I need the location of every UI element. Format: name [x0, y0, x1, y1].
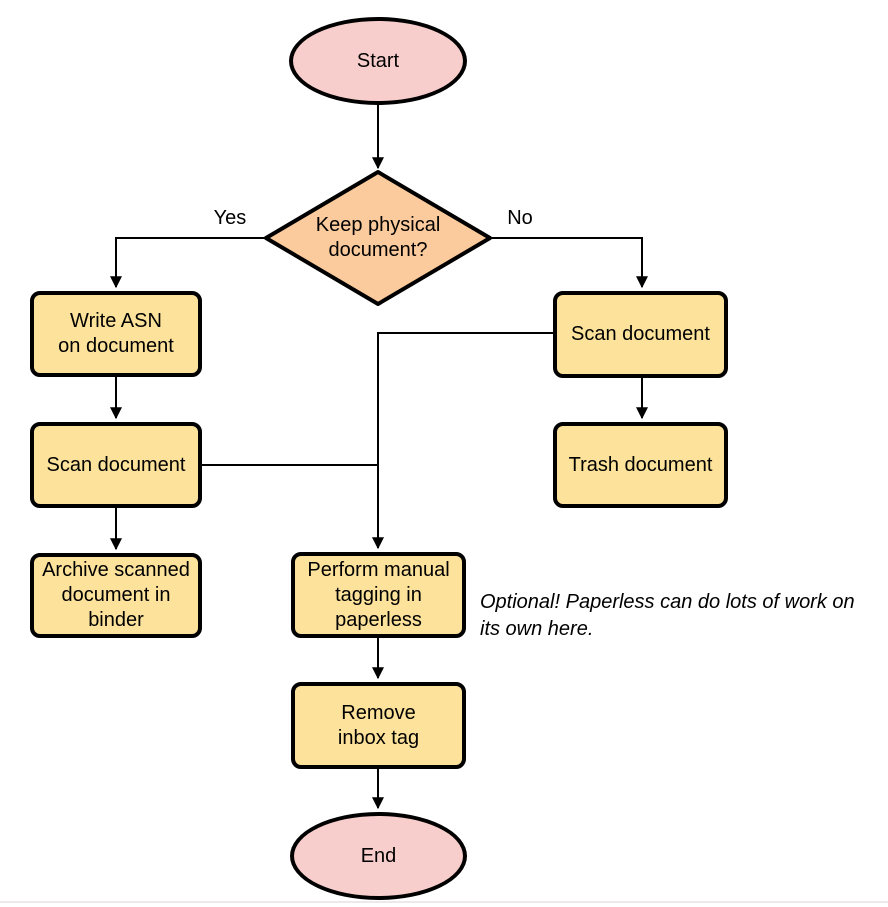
node-trash-document: Trash document [553, 422, 728, 508]
node-remove-inbox-tag: Remove inbox tag [291, 682, 466, 769]
node-write-asn: Write ASN on document [30, 291, 202, 377]
annotation-optional-note: Optional! Paperless can do lots of work … [480, 591, 855, 640]
page-bottom-edge [0, 901, 888, 903]
decision-diamond-shape [264, 170, 492, 306]
edge-label-yes: Yes [213, 207, 247, 229]
edge-decision-no-to-scan-right [490, 237, 648, 289]
node-scan-document-left: Scan document [30, 422, 202, 508]
node-start: Start [289, 17, 467, 105]
node-archive-scanned-document: Archive scanned document in binder [30, 553, 202, 638]
edge-decision-yes-to-write-asn [110, 237, 265, 289]
edge-scan-right-to-tagging [372, 332, 553, 550]
node-scan-document-right: Scan document [553, 291, 728, 378]
node-decision-label: Keep physical document? [315, 214, 441, 261]
node-end: End [290, 812, 467, 900]
edge-label-no: No [507, 207, 533, 229]
node-perform-manual-tagging: Perform manual tagging in paperless [291, 552, 466, 638]
